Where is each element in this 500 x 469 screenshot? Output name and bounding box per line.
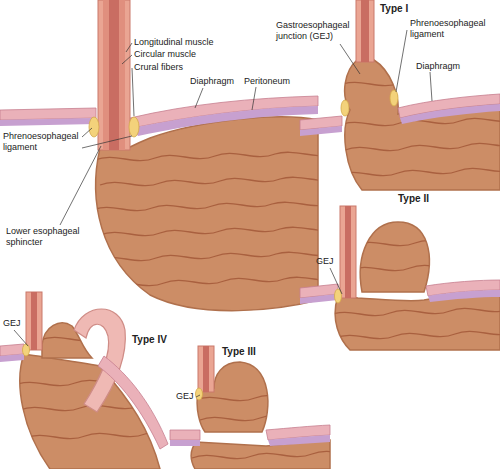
part-label: Diaphragm: [190, 76, 234, 87]
part-label: GEJ: [3, 318, 21, 329]
part-label: Peritoneum: [244, 76, 290, 87]
type-heading: Type I: [380, 3, 408, 15]
part-label: Lower esophageal sphincter: [6, 226, 84, 248]
part-label: Diaphragm: [416, 61, 460, 72]
part-label: Phrenoesophageal ligament: [410, 18, 492, 40]
part-label: Gastroesophageal junction (GEJ): [276, 20, 354, 42]
part-label: Crural fibers: [134, 62, 183, 73]
part-label: Circular muscle: [134, 49, 196, 60]
part-label: GEJ: [316, 256, 334, 267]
type-heading: Type III: [222, 346, 256, 358]
part-label: GEJ: [176, 391, 194, 402]
type-heading: Type IV: [132, 334, 167, 346]
type-heading: Type II: [398, 193, 429, 205]
part-label: Longitudinal muscle: [134, 37, 214, 48]
part-label: Phrenoesophageal ligament: [3, 131, 81, 153]
